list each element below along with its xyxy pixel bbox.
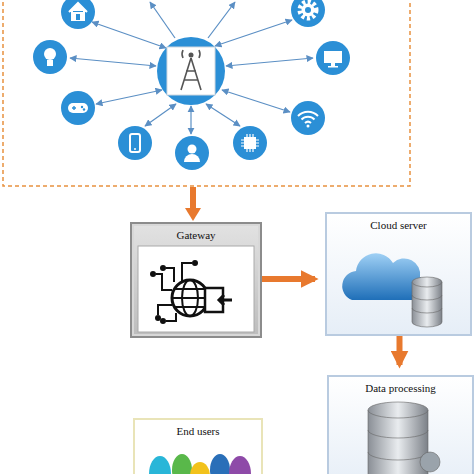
users-icon [149,454,251,474]
node-label: Data processing [329,382,472,395]
device-spokes [70,2,313,134]
node-label: Gateway [132,229,260,242]
flow-arrow [262,276,315,282]
cloud-icon [342,253,442,327]
node-label: End users [135,425,261,438]
end-users-box: End users [133,418,263,474]
gateway-icon [138,246,254,332]
flow-arrow [397,336,403,365]
cloud-server-box: Cloud server [325,212,472,336]
data-processing-box: Data processing [327,375,474,474]
database-icon [368,402,440,474]
device-area [3,0,410,186]
device-icons [33,0,350,170]
gateway-box: Gateway [130,222,262,338]
node-label: Cloud server [327,219,470,232]
tower-icon [157,37,225,105]
uplink-arrow [185,187,201,221]
